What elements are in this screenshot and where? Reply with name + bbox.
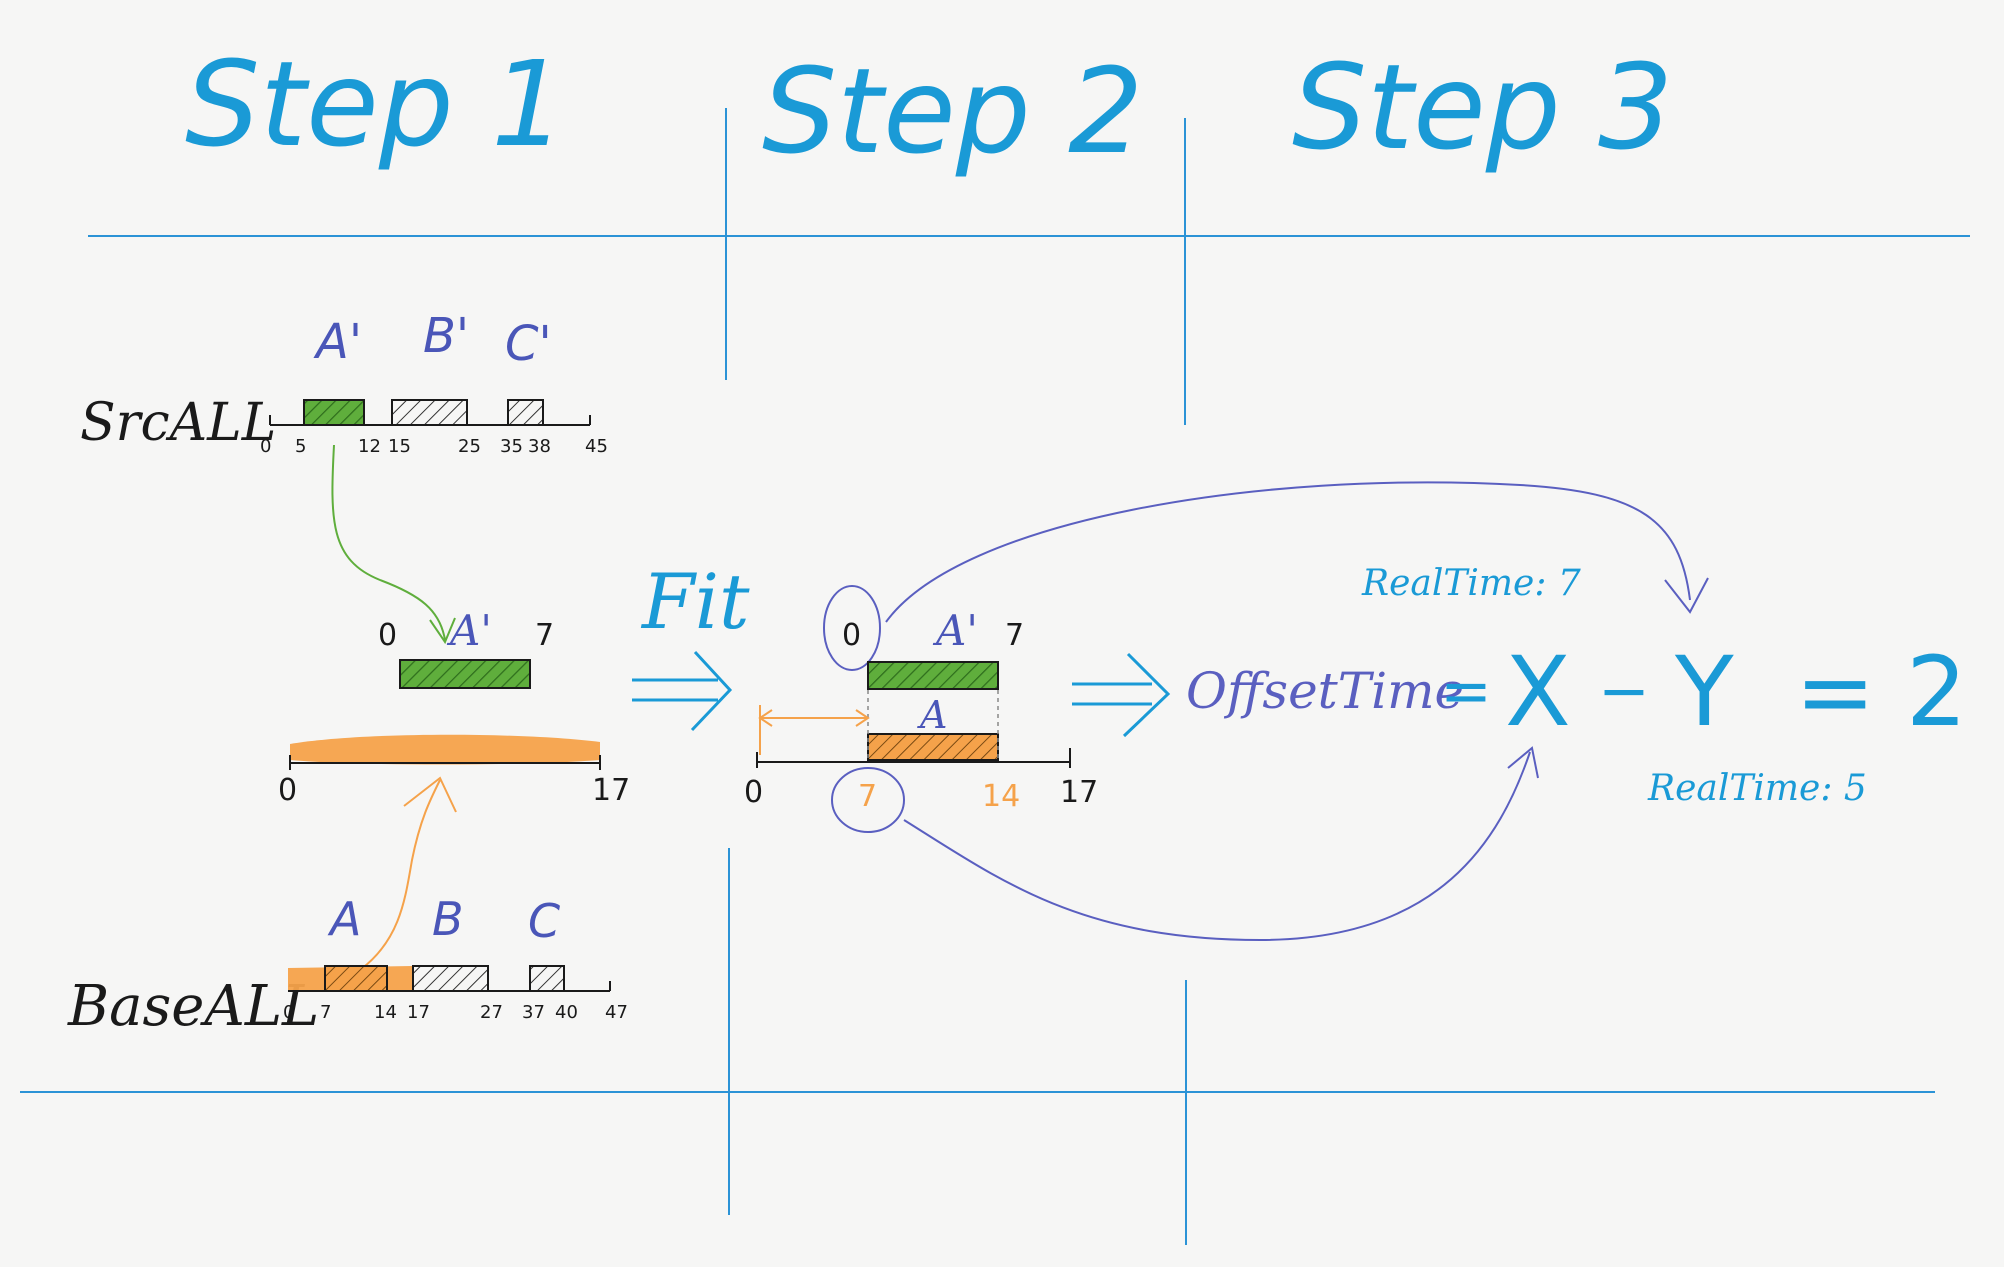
base-block-b: [412, 965, 489, 992]
base-block-c: [529, 965, 565, 992]
step2-orange-block: [867, 733, 999, 761]
orange-stroke: [290, 734, 600, 765]
base-tick: 0: [283, 1002, 294, 1023]
bottom-block-label: A: [917, 693, 947, 737]
base-block-a: [324, 965, 388, 992]
axis-end-label: 17: [1060, 775, 1098, 810]
base-all-label: BaseALL: [67, 974, 319, 1039]
header: Step 1 Step 2 Step 3: [185, 35, 1673, 180]
base-tick: 40: [555, 1002, 578, 1023]
base-label-b: B: [432, 892, 464, 946]
base-ticks: 0 7 14 17 27 37 40 47: [283, 1002, 628, 1023]
src-tick: 45: [585, 436, 608, 457]
axis-mid-start-label: 7: [858, 779, 877, 814]
grid-lines: [20, 108, 1970, 1245]
fit-block: [399, 659, 531, 689]
offset-time-label: OffsetTime: [1186, 662, 1464, 720]
src-label-c-prime: C': [505, 316, 552, 372]
fit-arrow: Fit: [632, 557, 750, 732]
step2-diagram: 0 A' 7 A 0 7 14 17: [744, 585, 1098, 833]
step3-arrow: [1072, 652, 1171, 738]
src-block-a-prime: [303, 399, 365, 426]
step1-heading: Step 1: [185, 35, 566, 173]
x-realtime-note: RealTime: 7: [1361, 563, 1581, 604]
orange-arrow: [359, 776, 457, 971]
timeline-start-label: 0: [278, 773, 297, 808]
seven-to-x-curve: [903, 751, 1531, 942]
step2-green-block: [867, 661, 999, 690]
src-tick: 12: [358, 436, 381, 457]
base-tick: 14: [374, 1002, 397, 1023]
fit-block-label: A': [446, 606, 492, 655]
top-start-label: 0: [842, 618, 861, 653]
circle-zero: [823, 585, 881, 671]
zero-to-y-curve: [885, 481, 1691, 623]
src-tick: 38: [528, 436, 551, 457]
base-label-a: A: [327, 892, 361, 946]
timeline-end-label: 17: [592, 773, 630, 808]
src-label-b-prime: B': [423, 308, 469, 364]
top-end-label: 7: [1005, 618, 1024, 653]
src-tick: 25: [458, 436, 481, 457]
fit-start-label: 0: [378, 618, 397, 653]
minus-sign: −: [1598, 654, 1650, 727]
src-tick: 5: [295, 436, 306, 457]
result-value: = 2: [1795, 636, 1967, 748]
fit-label: Fit: [640, 557, 750, 646]
base-tick: 17: [407, 1002, 430, 1023]
src-ticks: 0 5 12 15 25 35 38 45: [260, 436, 608, 457]
src-tick: 0: [260, 436, 271, 457]
y-realtime-note: RealTime: 5: [1647, 768, 1867, 809]
base-tick: 7: [320, 1002, 331, 1023]
src-block-b-prime: [391, 399, 468, 426]
src-label-a-prime: A': [313, 314, 362, 370]
base-tick: 37: [522, 1002, 545, 1023]
src-block-c-prime: [507, 399, 544, 426]
step3-heading: Step 3: [1292, 38, 1673, 176]
orange-timeline: 0 17: [278, 734, 630, 808]
base-all-timeline: BaseALL A B C 0 7 14 17 27 37 40 47: [67, 892, 628, 1039]
equals-sign: =: [1440, 654, 1492, 727]
y-variable: Y: [1674, 636, 1734, 748]
src-all-timeline: SrcALL A' B' C' 0 5 12 15 25 35 38 45: [80, 308, 608, 457]
x-variable: X: [1505, 636, 1571, 748]
src-tick: 35: [500, 436, 523, 457]
src-all-label: SrcALL: [80, 393, 276, 453]
axis-start-label: 0: [744, 775, 763, 810]
step2-heading: Step 2: [762, 42, 1143, 180]
purple-connectors: [885, 481, 1709, 942]
step3-formula: OffsetTime = X − Y = 2 RealTime: 7 RealT…: [1186, 563, 1967, 809]
green-arrow: [331, 444, 456, 645]
base-tick: 27: [480, 1002, 503, 1023]
top-block-label: A': [932, 606, 978, 655]
src-tick: 15: [388, 436, 411, 457]
axis-mid-end-label: 14: [982, 779, 1020, 814]
fit-block-group: 0 A' 7: [378, 606, 554, 689]
fit-end-label: 7: [535, 618, 554, 653]
base-label-c: C: [528, 894, 560, 948]
base-tick: 47: [605, 1002, 628, 1023]
circle-seven: [831, 767, 905, 833]
